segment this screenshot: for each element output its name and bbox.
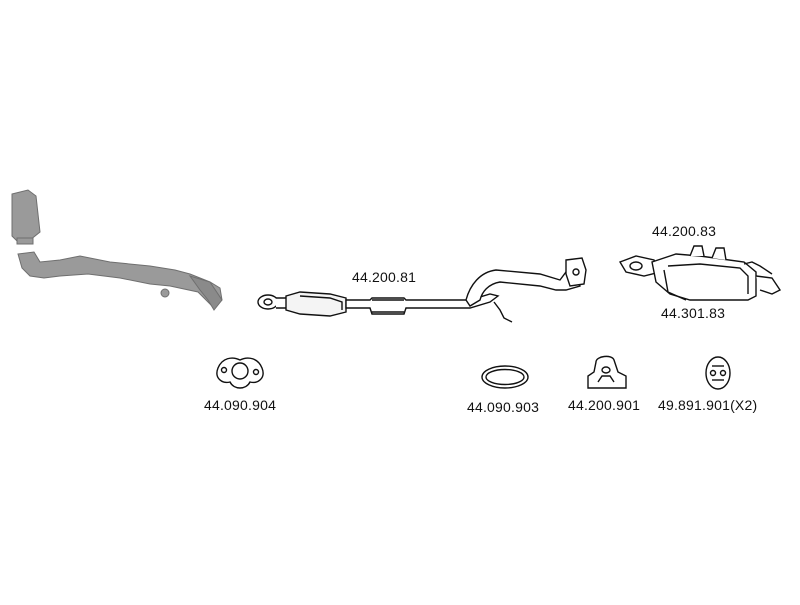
label-gasket-flange: 44.090.904 — [204, 397, 277, 413]
label-rubber-mount-b: 49.891.901(X2) — [658, 397, 758, 413]
label-gasket-ring: 44.090.903 — [467, 399, 540, 415]
middle-silencer — [257, 257, 587, 323]
label-rear-silencer: 44.200.83 — [652, 223, 717, 239]
gasket-flange-shape — [216, 357, 264, 389]
label-middle-silencer: 44.200.81 — [352, 269, 417, 285]
rear-silencer — [618, 245, 782, 301]
rubber-mount-b-shape — [705, 356, 731, 390]
rubber-mount-a-shape — [587, 355, 627, 389]
label-tail-pipe: 44.301.83 — [661, 305, 726, 321]
front-pipe — [11, 189, 223, 311]
gasket-ring-shape — [481, 365, 529, 389]
label-rubber-mount-a: 44.200.901 — [568, 397, 641, 413]
